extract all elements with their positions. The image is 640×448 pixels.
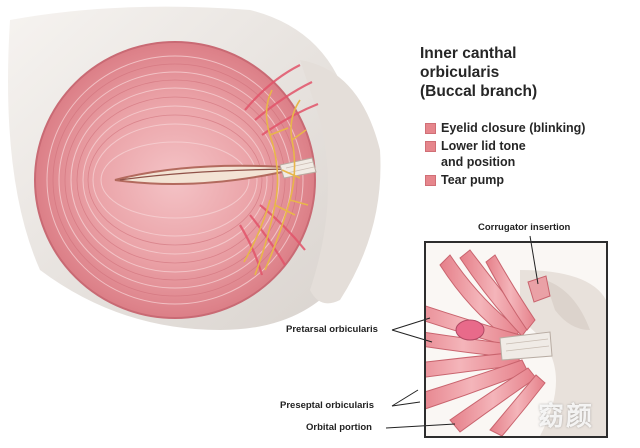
title-line-3: (Buccal branch) (420, 83, 538, 100)
watermark: 窈颜 (538, 402, 595, 432)
inset-lacrimal-sac (455, 319, 485, 341)
inset-illustration (426, 243, 606, 436)
function-legend: Eyelid closure (blinking) Lower lid tone… (424, 120, 634, 190)
callout-corrugator-insertion: Corrugator insertion (478, 222, 571, 233)
legend-item-label: Tear pump (441, 173, 504, 187)
legend-swatch-icon (425, 141, 436, 152)
inner-canthal-fibers (239, 64, 319, 276)
legend-item: Tear pump (424, 172, 634, 188)
legend-item-label: Eyelid closure (blinking) (441, 121, 586, 135)
callout-pretarsal-orbicularis: Pretarsal orbicularis (286, 324, 378, 335)
legend-item: Eyelid closure (blinking) (424, 120, 634, 136)
legend-swatch-icon (425, 175, 436, 186)
buccal-branch-nerves (243, 89, 309, 276)
callout-orbital-portion: Orbital portion (306, 422, 372, 433)
legend-item: Lower lid tone and position (424, 138, 634, 170)
inset-frame (424, 241, 608, 438)
legend-item-label: Lower lid tone and position (441, 139, 526, 169)
inset-tendon (499, 331, 553, 361)
title-block: Inner canthal orbicularis (Buccal branch… (420, 44, 630, 101)
legend-swatch-icon (425, 123, 436, 134)
title-line-1: Inner canthal (420, 45, 517, 62)
inset-corrugator-stub (527, 275, 551, 303)
inset-muscle-bundles (426, 249, 546, 436)
callout-preseptal-orbicularis: Preseptal orbicularis (280, 400, 374, 411)
title-line-2: orbicularis (420, 64, 500, 81)
